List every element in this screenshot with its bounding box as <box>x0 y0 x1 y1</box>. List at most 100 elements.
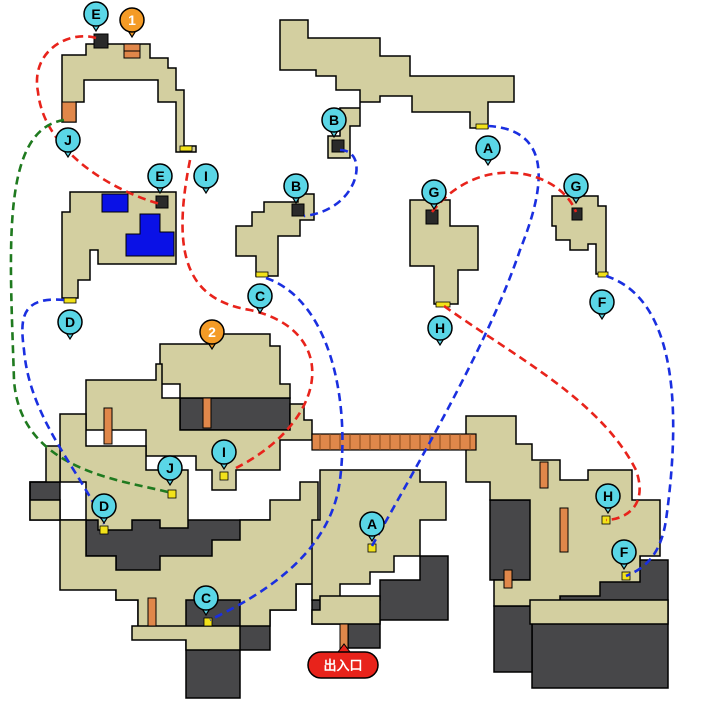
warp-marker-a-lower[interactable]: A <box>359 511 385 543</box>
warp-marker-d-lower[interactable]: D <box>91 493 117 525</box>
warp-marker-d-lower-pin-head <box>91 493 117 519</box>
room-g-f <box>551 195 607 275</box>
warp-marker-j-lower-pin-head <box>157 455 183 481</box>
room-g-h <box>409 199 479 305</box>
route-green-j <box>9 118 169 494</box>
wall-bottom-right <box>493 605 533 673</box>
warp-marker-a-top-pin-head <box>475 135 501 161</box>
warp-marker-e-upper-label: E <box>91 6 100 22</box>
warp-marker-h-upper[interactable]: H <box>427 315 453 347</box>
warp-marker-j-upper-label: J <box>64 132 72 148</box>
item-1-marker-label: 1 <box>128 12 136 28</box>
warp-marker-a-top[interactable]: A <box>475 135 501 167</box>
warp-marker-c-lower-pin-head <box>193 585 219 611</box>
warp-marker-i-upper-pin-head <box>193 163 219 189</box>
water-pool-small <box>101 193 129 213</box>
warp-marker-f-upper[interactable]: F <box>589 289 615 321</box>
warp-marker-b-mid[interactable]: B <box>283 173 309 205</box>
ladder <box>61 101 77 123</box>
warp-marker-h-lower[interactable]: H <box>595 483 621 515</box>
warp-marker-e-mid[interactable]: E <box>147 163 173 195</box>
warp-marker-h-lower-label: H <box>603 488 613 504</box>
floor-right-lower <box>529 599 669 625</box>
route-red-e <box>35 35 161 206</box>
stairs-icon <box>425 209 439 225</box>
wall-summit <box>179 397 291 431</box>
warp-marker-f-upper-pin-head <box>589 289 615 315</box>
warp-marker-g-right[interactable]: G <box>563 173 589 205</box>
warp-marker-j-upper[interactable]: J <box>55 127 81 159</box>
warp-marker-e-upper-pin-head <box>83 1 109 27</box>
warp-marker-i-lower-pin-head <box>211 439 237 465</box>
warp-marker-b-top-label: B <box>329 112 339 128</box>
floor-bottom-left <box>131 625 241 651</box>
warp-marker-d-upper-label: D <box>65 314 75 330</box>
warp-marker-d-upper[interactable]: D <box>57 309 83 341</box>
room-top-right <box>279 19 515 159</box>
warp-marker-i-lower[interactable]: I <box>211 439 237 471</box>
warp-marker-e-mid-label: E <box>155 168 164 184</box>
warp-marker-j-lower-label: J <box>166 460 174 476</box>
item-2-marker-label: 2 <box>208 324 216 340</box>
warp-marker-h-upper-pin-head <box>427 315 453 341</box>
item-1-marker[interactable]: 1 <box>119 7 145 39</box>
warp-marker-f-lower[interactable]: F <box>611 539 637 571</box>
item-2-marker[interactable]: 2 <box>199 319 225 351</box>
warp-marker-b-top[interactable]: B <box>321 107 347 139</box>
stairs-icon <box>571 207 583 221</box>
warp-marker-c-upper-label: C <box>255 288 265 304</box>
entrance-marker[interactable]: 出入口 <box>307 643 379 679</box>
warp-marker-i-upper[interactable]: I <box>193 163 219 195</box>
warp-marker-g-left-pin-head <box>421 179 447 205</box>
warp-marker-f-lower-label: F <box>620 544 629 560</box>
warp-marker-c-lower-label: C <box>201 590 211 606</box>
room-top-left <box>61 43 197 153</box>
floor-entrance-column <box>311 595 381 625</box>
stairs-icon <box>155 195 169 209</box>
stairs-icons <box>93 33 583 225</box>
warp-marker-c-upper[interactable]: C <box>247 283 273 315</box>
routes <box>9 35 675 622</box>
ladder <box>202 397 212 429</box>
warp-marker-j-upper-pin-head <box>55 127 81 153</box>
upper-floor-rooms <box>61 19 607 305</box>
route-blue-d <box>21 298 106 525</box>
entrance-label: 出入口 <box>323 658 362 673</box>
warp-marker-e-upper[interactable]: E <box>83 1 109 33</box>
warp-marker-b-top-pin-head <box>321 107 347 133</box>
ladder <box>103 407 113 445</box>
warp-marker-j-lower[interactable]: J <box>157 455 183 487</box>
route-red-h <box>443 304 641 522</box>
warp-marker-i-lower-label: I <box>222 444 226 460</box>
route-blue-f <box>605 274 675 578</box>
warp-marker-f-upper-label: F <box>598 294 607 310</box>
item-1-marker-pin-head <box>119 7 145 33</box>
warp-marker-g-left-label: G <box>429 184 440 200</box>
warp-marker-h-lower-pin-head <box>595 483 621 509</box>
warp-marker-c-lower[interactable]: C <box>193 585 219 617</box>
warp-marker-a-lower-label: A <box>367 516 377 532</box>
item-2-marker-pin-head <box>199 319 225 345</box>
warp-marker-a-top-label: A <box>483 140 493 156</box>
item-markers: 12 <box>119 7 225 351</box>
bridge <box>311 433 477 451</box>
ladder <box>503 569 513 589</box>
stairs-icon <box>93 33 109 49</box>
ladder <box>539 461 549 489</box>
water-pools <box>101 193 175 257</box>
warp-marker-c-upper-pin-head <box>247 283 273 309</box>
route-blue-b <box>303 148 358 218</box>
warp-marker-f-lower-pin-head <box>611 539 637 565</box>
warp-marker-d-lower-label: D <box>99 498 109 514</box>
warp-marker-d-upper-pin-head <box>57 309 83 335</box>
warp-marker-i-upper-label: I <box>204 168 208 184</box>
warp-marker-g-left[interactable]: G <box>421 179 447 211</box>
route-red-i <box>181 159 314 470</box>
lower-floors <box>29 333 669 651</box>
floor-summit <box>159 333 291 399</box>
entrance-badge <box>307 651 379 679</box>
route-red-g <box>430 171 578 213</box>
floor-left-plateau <box>29 445 319 629</box>
route-blue-a <box>370 124 540 547</box>
